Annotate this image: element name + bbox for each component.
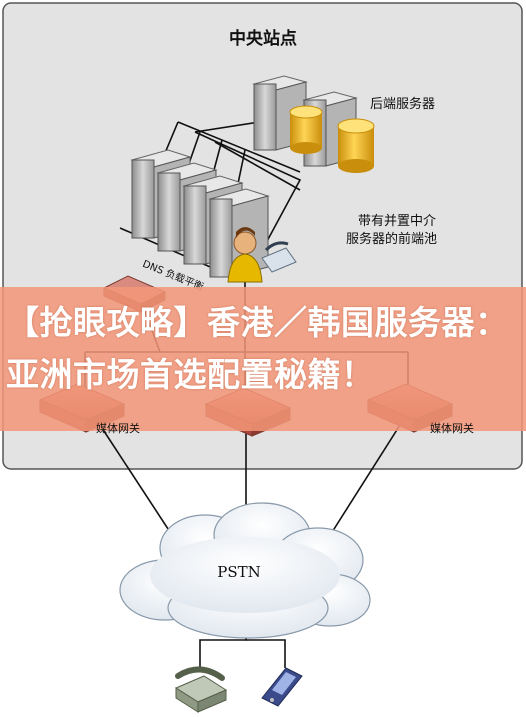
backend-servers-label: 后端服务器	[370, 97, 436, 112]
mobile-phone-icon	[261, 667, 303, 707]
frontend-pool-label-line1: 带有并置中介	[358, 214, 437, 229]
media-gateway-right-label: 媒体网关	[430, 422, 474, 435]
media-gateway-left-label: 媒体网关	[96, 422, 140, 435]
promo-banner-text: 【抢眼攻略】香港／韩国服务器：亚洲市场首选配置秘籍！	[6, 303, 509, 394]
promo-banner: 【抢眼攻略】香港／韩国服务器：亚洲市场首选配置秘籍！	[0, 287, 526, 431]
central-site-title: 中央站点	[229, 29, 297, 49]
desk-phone-icon	[174, 666, 228, 713]
backend-servers	[252, 75, 375, 173]
frontend-pool-label-line2: 服务器的前端池	[346, 232, 438, 247]
pstn-label: PSTN	[217, 563, 261, 581]
mediation-user-icon	[227, 227, 297, 283]
database-icons	[289, 105, 375, 173]
